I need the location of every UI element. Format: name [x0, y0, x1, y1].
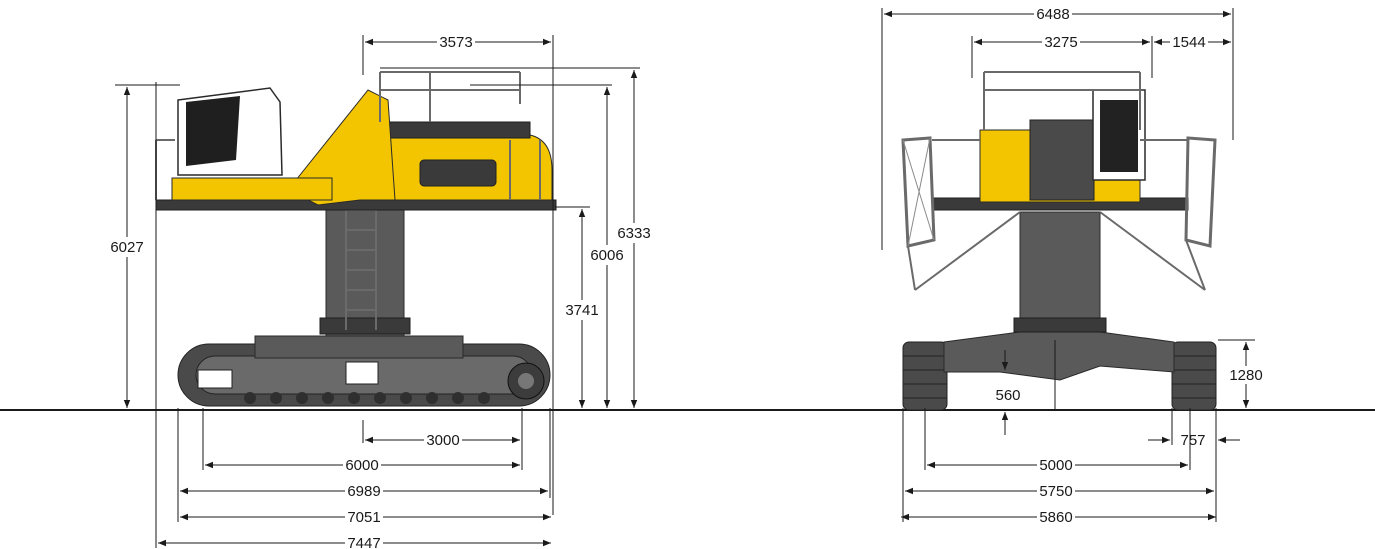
label-overall-width: 6488	[1036, 6, 1069, 23]
label-ground-clearance: 560	[995, 387, 1020, 404]
front-right-stair	[1184, 136, 1217, 248]
front-view-machine	[901, 71, 1217, 411]
label-track-length: 6989	[347, 483, 380, 500]
side-engine-panel	[419, 159, 497, 187]
label-track-width-b: 5860	[1039, 509, 1072, 526]
label-track-width-a: 5750	[1039, 483, 1072, 500]
label-rail-height: 6006	[590, 247, 623, 264]
front-dimensions: 6488 3275 1544 1280 560 757 5000 5750 58…	[881, 5, 1266, 526]
front-carbody	[943, 331, 1175, 381]
label-total-height: 6333	[617, 225, 650, 242]
front-braces	[914, 211, 1206, 291]
sprocket-hub	[518, 373, 534, 389]
front-column	[1019, 211, 1101, 333]
front-stair-struts	[907, 239, 1206, 291]
side-view-machine	[155, 71, 557, 407]
side-railings	[155, 71, 541, 200]
label-overall-length-b: 7447	[347, 535, 380, 549]
side-lower-yellow	[171, 177, 333, 201]
label-platform-height: 3741	[565, 302, 598, 319]
label-track-rear: 3000	[426, 432, 459, 449]
label-cab-height: 6027	[110, 239, 143, 256]
side-column-base	[319, 317, 411, 335]
side-carbody	[254, 335, 464, 359]
front-cab-window	[1100, 100, 1138, 172]
label-overall-length-a: 7051	[347, 509, 380, 526]
side-column	[325, 209, 405, 337]
side-cab-window	[186, 96, 240, 166]
label-undercarriage-height: 1280	[1229, 367, 1262, 384]
side-engine-top	[379, 121, 531, 139]
front-engine-block	[1029, 119, 1095, 201]
track-pad-lines	[903, 355, 1216, 399]
idler-plate	[197, 369, 233, 389]
label-top-width: 3573	[439, 34, 472, 51]
side-dimensions: 3573 6027 6006 6333 3741 3000 6000 6989 …	[106, 33, 655, 549]
label-platform-width: 3275	[1044, 34, 1077, 51]
side-boom	[287, 89, 396, 206]
label-track-shoe-width: 757	[1180, 432, 1205, 449]
front-right-track	[1171, 341, 1217, 411]
side-center-plate	[345, 361, 379, 385]
label-side-overhang: 1544	[1172, 34, 1205, 51]
label-track-gauge: 5000	[1039, 457, 1072, 474]
front-column-base	[1013, 317, 1107, 333]
front-left-stair-brace	[902, 137, 935, 247]
side-platform-deck	[155, 199, 557, 211]
label-tumbler-distance: 6000	[345, 457, 378, 474]
front-railings	[932, 71, 1188, 141]
front-left-track	[902, 341, 948, 411]
track-rollers	[244, 392, 490, 404]
